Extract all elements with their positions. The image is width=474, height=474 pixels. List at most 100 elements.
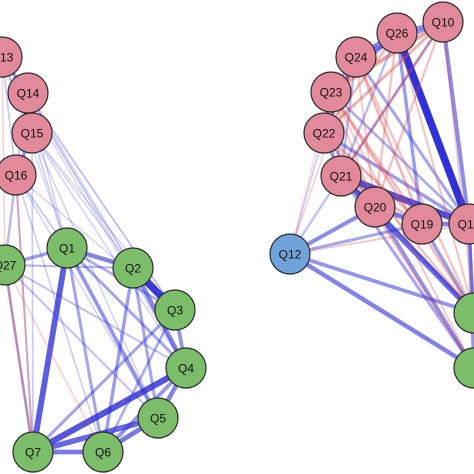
node-q20: Q20: [354, 186, 396, 228]
positive-edge-R26-R18: [393, 29, 473, 228]
positive-edge-L27-L4: [4, 264, 187, 369]
node-q18: Q18: [448, 203, 474, 245]
node-q13: Q13: [0, 36, 23, 78]
node-circle: [82, 431, 124, 473]
node-circle: [0, 36, 23, 78]
negative-edge-L16-L7: [15, 174, 34, 453]
negative-edge-R26-R22: [322, 31, 399, 135]
node-label: Q18: [458, 218, 474, 232]
negative-edge-R23-R10: [329, 20, 445, 94]
positive-edge-R10-R21: [339, 20, 445, 178]
node-label: Q12: [279, 248, 302, 262]
node-q7: Q7: [12, 431, 54, 473]
positive-edge-L16-L3: [15, 174, 176, 311]
positive-edge-R20-RE2: [373, 205, 474, 370]
node-label: Q22: [313, 127, 336, 141]
node-circle: [376, 12, 418, 54]
negative-edge-R22-R19: [322, 131, 424, 226]
node-label: Q26: [386, 27, 409, 41]
positive-edge-L15-L2: [31, 132, 134, 269]
node-label: Q13: [0, 51, 14, 65]
negative-edge-R24-R20: [355, 56, 376, 208]
node-q15: Q15: [11, 112, 53, 154]
node-circle: [165, 347, 207, 389]
node-label: Q14: [17, 87, 40, 101]
negative-edge-R24-R19: [354, 55, 424, 226]
positive-edge-R21-R18: [337, 172, 473, 228]
node-circle: [12, 431, 54, 473]
node-label: Q21: [330, 170, 353, 184]
negative-edge-R23-RE1: [329, 90, 474, 315]
node-circle: [11, 112, 53, 154]
node-circle: [310, 71, 352, 113]
positive-edge-R12-RE2: [287, 251, 474, 371]
positive-edge-L27-L7: [3, 263, 35, 454]
node-q16: Q16: [0, 154, 37, 196]
node-q14: Q14: [7, 72, 49, 114]
node-q12: Q12: [269, 233, 311, 275]
positive-edge-R12-RE1: [288, 252, 474, 315]
node-label: Q23: [320, 86, 343, 100]
node-unlabeled-re2: [453, 347, 474, 389]
node-q5: Q5: [137, 397, 179, 439]
positive-edge-R26-R19: [395, 31, 424, 226]
positive-edge-L16-L6: [15, 174, 104, 453]
node-q23: Q23: [310, 71, 352, 113]
node-q19: Q19: [401, 203, 443, 245]
positive-edge-R10-R18: [440, 19, 472, 227]
positive-edge-R12-R19: [288, 222, 424, 256]
node-circle: [354, 186, 396, 228]
node-circle: [422, 1, 464, 43]
negative-edge-R26-R20: [373, 31, 399, 209]
node-label: Q3: [167, 304, 183, 318]
positive-edge-L4-L7: [29, 364, 190, 456]
node-q4: Q4: [165, 347, 207, 389]
node-label: Q10: [432, 16, 455, 30]
node-circle: [137, 397, 179, 439]
negative-edge-R24-RE1: [354, 55, 474, 315]
negative-edge-R10-R20: [373, 20, 445, 209]
node-q1: Q1: [46, 227, 88, 269]
negative-edge-R26-RE1: [395, 31, 474, 315]
node-circle: [112, 247, 154, 289]
node-unlabeled-re1: [453, 292, 474, 334]
negative-edge-R21-R10: [339, 20, 445, 178]
positive-edge-R12-R22: [289, 132, 325, 255]
node-circle: [0, 154, 37, 196]
node-circle: [303, 112, 345, 154]
positive-edge-L16-L5: [15, 174, 159, 419]
node-circle: [453, 292, 474, 334]
negative-edge-R10-RE1: [442, 21, 474, 314]
node-circle: [401, 203, 443, 245]
negative-edge-L27-L7: [3, 263, 35, 454]
node-q22: Q22: [303, 112, 345, 154]
positive-edge-R22-R18: [322, 131, 471, 226]
positive-edge-L15-L5: [31, 132, 159, 419]
positive-edge-R24-R18: [354, 55, 471, 226]
node-circle: [335, 36, 377, 78]
node-q21: Q21: [320, 155, 362, 197]
positive-edge-L1-L7: [30, 245, 70, 455]
node-label: Q1: [59, 242, 75, 256]
positive-edge-R23-R18: [329, 90, 471, 226]
node-q27: Q27: [0, 244, 26, 286]
node-q2: Q2: [112, 247, 154, 289]
node-circle: [269, 233, 311, 275]
positive-edge-L1-L4: [65, 246, 188, 370]
node-label: Q19: [411, 218, 434, 232]
node-q3: Q3: [154, 289, 196, 331]
node-label: Q24: [345, 51, 368, 65]
node-q24: Q24: [335, 36, 377, 78]
positive-edge-L16-L7: [15, 174, 34, 453]
node-q6: Q6: [82, 431, 124, 473]
node-circle: [448, 203, 474, 245]
node-label: Q20: [364, 201, 387, 215]
node-label: Q5: [150, 412, 166, 426]
node-label: Q4: [178, 362, 194, 376]
positive-edge-L27-L5: [4, 264, 159, 419]
node-circle: [320, 155, 362, 197]
positive-edge-R20-RE1: [373, 205, 474, 315]
node-q26: Q26: [376, 12, 418, 54]
positive-edge-L3-L7: [31, 308, 177, 454]
